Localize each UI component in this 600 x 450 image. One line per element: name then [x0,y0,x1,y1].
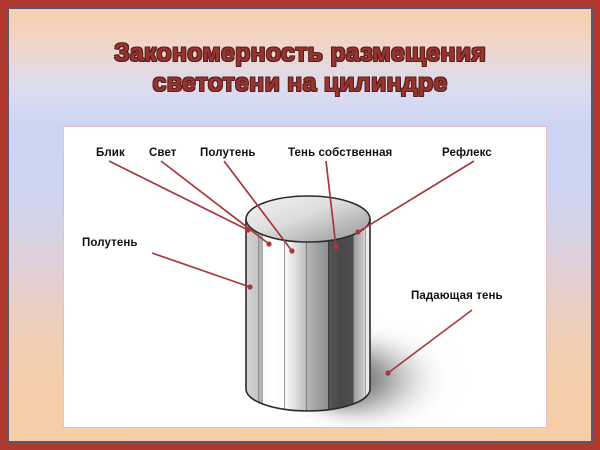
page-title: Закономерность размещения светотени на ц… [9,39,591,98]
leader-dots [245,227,391,376]
page-title-line-1: Закономерность размещения [114,39,486,67]
leader-lines [108,160,475,374]
page-title-line-2: светотени на цилиндре [152,68,448,97]
leader-padayushchaya [387,309,473,374]
label-poluten-left: Полутень [82,237,138,249]
cylinder-top-face [245,195,371,243]
slide-inner-background: Закономерность размещения светотени на ц… [7,7,593,443]
label-padayushchaya-ten: Падающая тень [411,290,503,302]
label-blik: Блик [96,147,125,159]
label-poluten-top: Полутень [200,147,256,159]
diagram-panel: Блик Свет Полутень Тень собственная Рефл… [63,126,547,428]
leader-refleks [357,160,475,233]
label-ten-sobstvennaya: Тень собственная [288,147,393,159]
cylinder-body [245,195,371,412]
label-refleks: Рефлекс [442,147,492,159]
leader-polutenL [151,252,251,288]
label-svet: Свет [149,147,177,159]
leader-ten [325,160,337,248]
leader-svet [160,160,270,245]
leader-polutenT [223,160,293,252]
leader-blik [108,160,249,231]
cylinder-diagram-svg [108,160,475,419]
